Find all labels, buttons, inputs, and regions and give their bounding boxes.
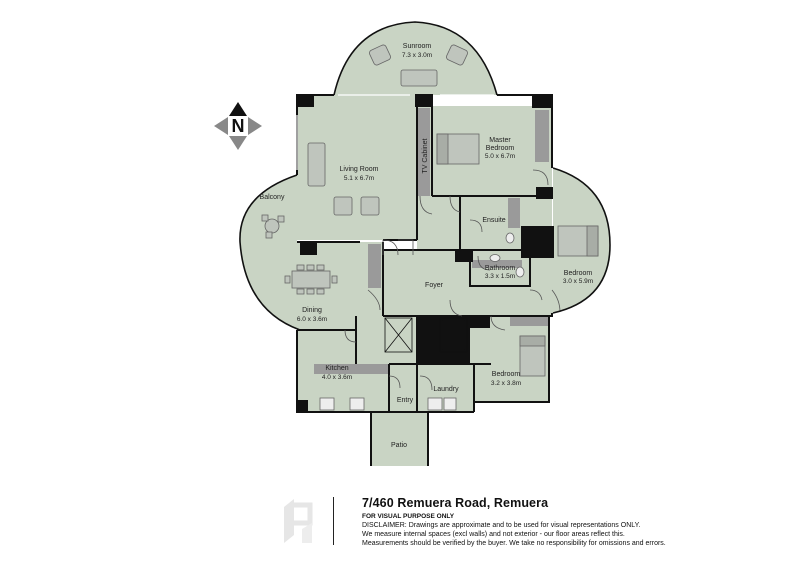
kitchen-cooktop (319, 397, 335, 411)
built-ins (314, 108, 550, 374)
right-bedroom-label: Bedroom (564, 270, 593, 277)
sunroom-label: Sunroom (403, 43, 432, 50)
balcony-chair-3 (265, 231, 273, 239)
living-armchair-1 (333, 196, 353, 216)
patio-floor (371, 412, 428, 466)
property-address: 7/460 Remuera Road, Remuera (362, 496, 549, 510)
laundry-washer (427, 397, 443, 411)
furniture (261, 44, 599, 411)
doors (344, 169, 561, 391)
balcony-floor (239, 175, 297, 242)
laundry-tub (443, 397, 457, 411)
master-bedroom-label: Master (489, 137, 511, 144)
disclaimer-text-1: Drawings are approximate and to be used … (408, 522, 641, 529)
windows (296, 94, 494, 170)
patio-label: Patio (391, 442, 407, 449)
disclaimer-line-1: DISCLAIMER: Drawings are approximate and… (362, 522, 640, 529)
tv-cabinet-unit (418, 108, 430, 196)
room-labels: Sunroom 7.3 x 3.0m Living Room 5.1 x 6.7… (260, 43, 594, 449)
disclaimer-line-2: We measure internal spaces (excl walls) … (362, 531, 625, 538)
master-bedroom-dims: 5.0 x 6.7m (485, 153, 515, 160)
compass-letter: N (232, 116, 245, 136)
dining-label: Dining (302, 307, 322, 314)
sunroom-armchair-left (369, 44, 391, 66)
balcony-chair-2 (277, 215, 285, 223)
brand-logo-icon (284, 499, 313, 543)
kitchen-sink (349, 397, 365, 411)
master-bedroom-label-2: Bedroom (486, 145, 515, 152)
master-wardrobe (535, 110, 549, 162)
dome-outlines (239, 21, 611, 331)
ensuite-vanity (508, 198, 520, 228)
disclaimer-label: DISCLAIMER: (362, 522, 407, 529)
footer-divider (333, 497, 334, 545)
laundry-label: Laundry (433, 386, 459, 393)
ensuite-label: Ensuite (482, 217, 505, 224)
dining-chairs (284, 264, 338, 295)
lift-2 (439, 317, 468, 353)
bedroom-wardrobe (510, 316, 550, 326)
kitchen-bench (314, 364, 389, 374)
bathroom-dims: 3.3 x 1.5m (485, 273, 515, 280)
wall-columns (296, 94, 554, 413)
sunroom-dims: 7.3 x 3.0m (402, 52, 432, 59)
living-room-label: Living Room (340, 166, 379, 173)
disclaimer-line-3: Measurements should be verified by the b… (362, 540, 666, 547)
tv-cabinet-label: TV Cabinet (422, 138, 429, 173)
bottom-bedroom-dims: 3.2 x 3.8m (491, 380, 521, 387)
sunroom-sofa (400, 69, 438, 87)
ensuite-basin (505, 232, 515, 244)
living-armchair-2 (360, 196, 380, 216)
kitchen-dims: 4.0 x 3.6m (322, 374, 352, 381)
bathroom-label: Bathroom (485, 265, 516, 272)
bottom-bedroom-label: Bedroom (492, 371, 521, 378)
visual-purpose-notice: FOR VISUAL PURPOSE ONLY (362, 513, 455, 520)
dining-table (291, 270, 331, 289)
dining-dims: 6.0 x 3.6m (297, 316, 327, 323)
balcony-chair-1 (261, 214, 269, 222)
north-compass-icon: N (214, 102, 262, 150)
living-room-dims: 5.1 x 6.7m (344, 175, 374, 182)
living-sofa (307, 142, 326, 187)
lift-1 (384, 317, 413, 353)
entry-label: Entry (397, 397, 414, 404)
right-bedroom-dims: 3.0 x 5.9m (563, 278, 593, 285)
balcony-label: Balcony (260, 194, 285, 201)
sunroom-floor (334, 22, 497, 95)
floor-areas (239, 22, 610, 466)
dining-sideboard (368, 244, 381, 288)
kitchen-label: Kitchen (325, 365, 348, 372)
bathroom-toilet (515, 266, 525, 278)
sunroom-armchair-right (446, 44, 468, 66)
bathroom-basin (489, 254, 501, 262)
foyer-label: Foyer (425, 282, 444, 289)
bathroom-vanity (472, 260, 522, 268)
